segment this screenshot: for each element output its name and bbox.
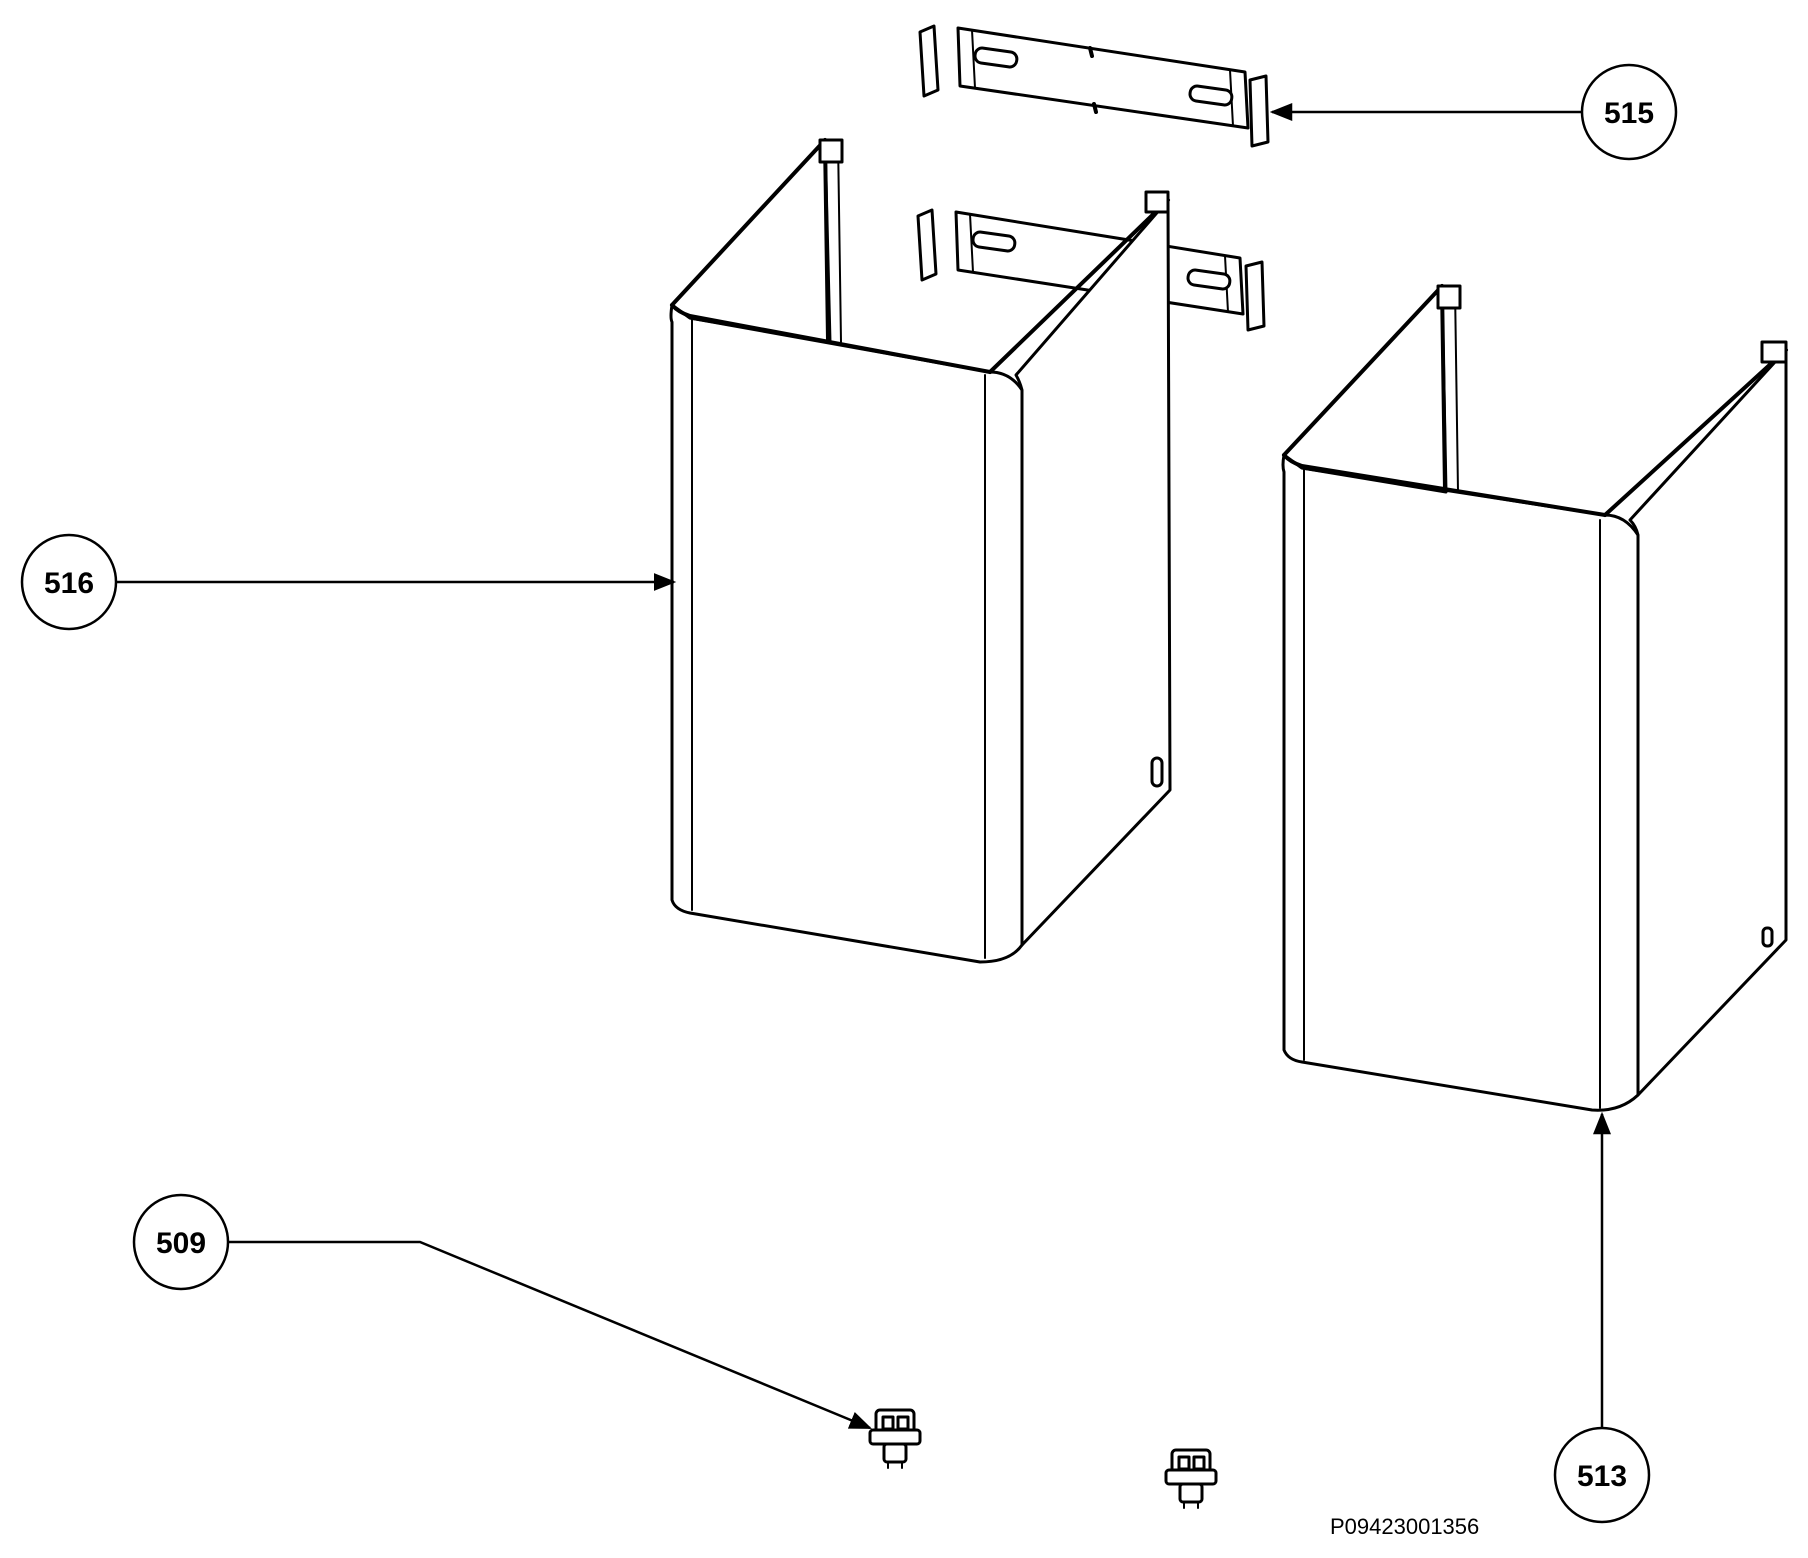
svg-text:513: 513 [1577, 1460, 1627, 1493]
svg-text:509: 509 [156, 1227, 206, 1260]
svg-text:515: 515 [1604, 97, 1654, 130]
lower-mounting-bracket [916, 208, 1266, 332]
callout-515[interactable]: 515 [1580, 63, 1678, 161]
upper-mounting-bracket [918, 24, 1270, 148]
svg-text:516: 516 [44, 567, 94, 600]
callout-509[interactable]: 509 [132, 1193, 230, 1291]
document-id: P09423001356 [1330, 1514, 1479, 1539]
clip-left [868, 1408, 922, 1469]
right-chimney-cover [1281, 284, 1788, 1112]
clip-right [1164, 1448, 1218, 1509]
leader-509 [228, 1240, 873, 1430]
callout-513[interactable]: 513 [1553, 1426, 1651, 1524]
callout-516[interactable]: 516 [20, 533, 118, 631]
left-chimney-cover [669, 138, 1172, 964]
